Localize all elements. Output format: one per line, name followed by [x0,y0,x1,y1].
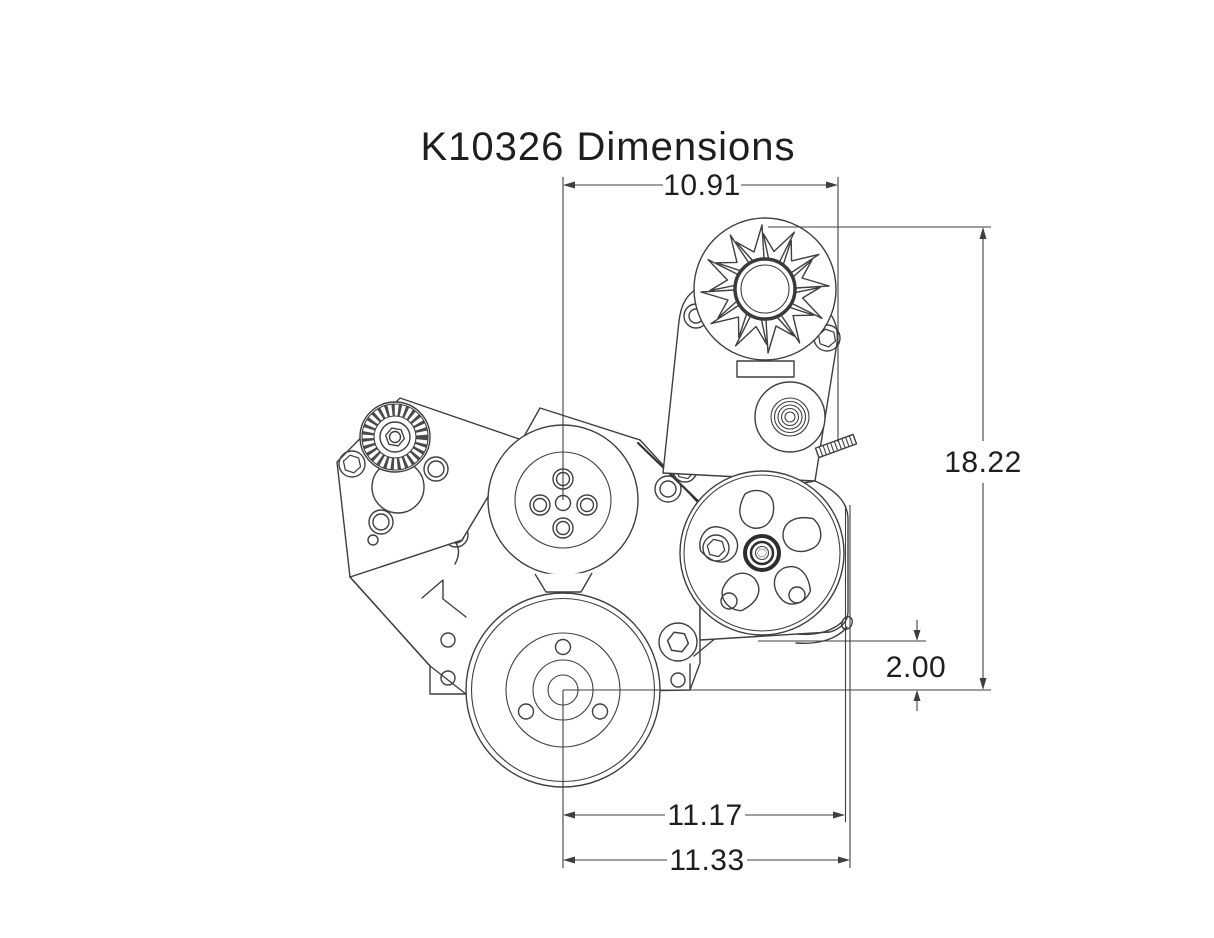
alternator-fan [693,217,837,361]
engine-block-edge [349,576,467,695]
page-title: K10326 Dimensions [421,125,796,169]
assembly-drawing [336,217,858,788]
dim-bottom-width-inner: 11.17 [563,505,847,832]
dim-overall-height-value: 18.22 [944,446,1022,479]
dim-bottom-width-outer: 11.33 [563,505,851,877]
centerlines [562,689,991,868]
idler-pulley [736,360,826,453]
dimension-annotations: 10.91 18.22 2.00 [562,169,1022,877]
adjuster-stud [814,433,858,459]
power-steering-pulley [679,470,845,636]
dim-lower-offset-value: 2.00 [886,651,946,684]
dim-top-width-value: 10.91 [663,169,741,202]
dim-top-width: 10.91 [562,169,839,500]
dim-overall-height: 18.22 [768,226,1022,690]
dim-bottom-width-outer-value: 11.33 [669,844,744,877]
dim-lower-offset: 2.00 [758,620,946,711]
dim-bottom-width-inner-value: 11.17 [667,799,742,832]
belt-tensioner [359,401,431,514]
